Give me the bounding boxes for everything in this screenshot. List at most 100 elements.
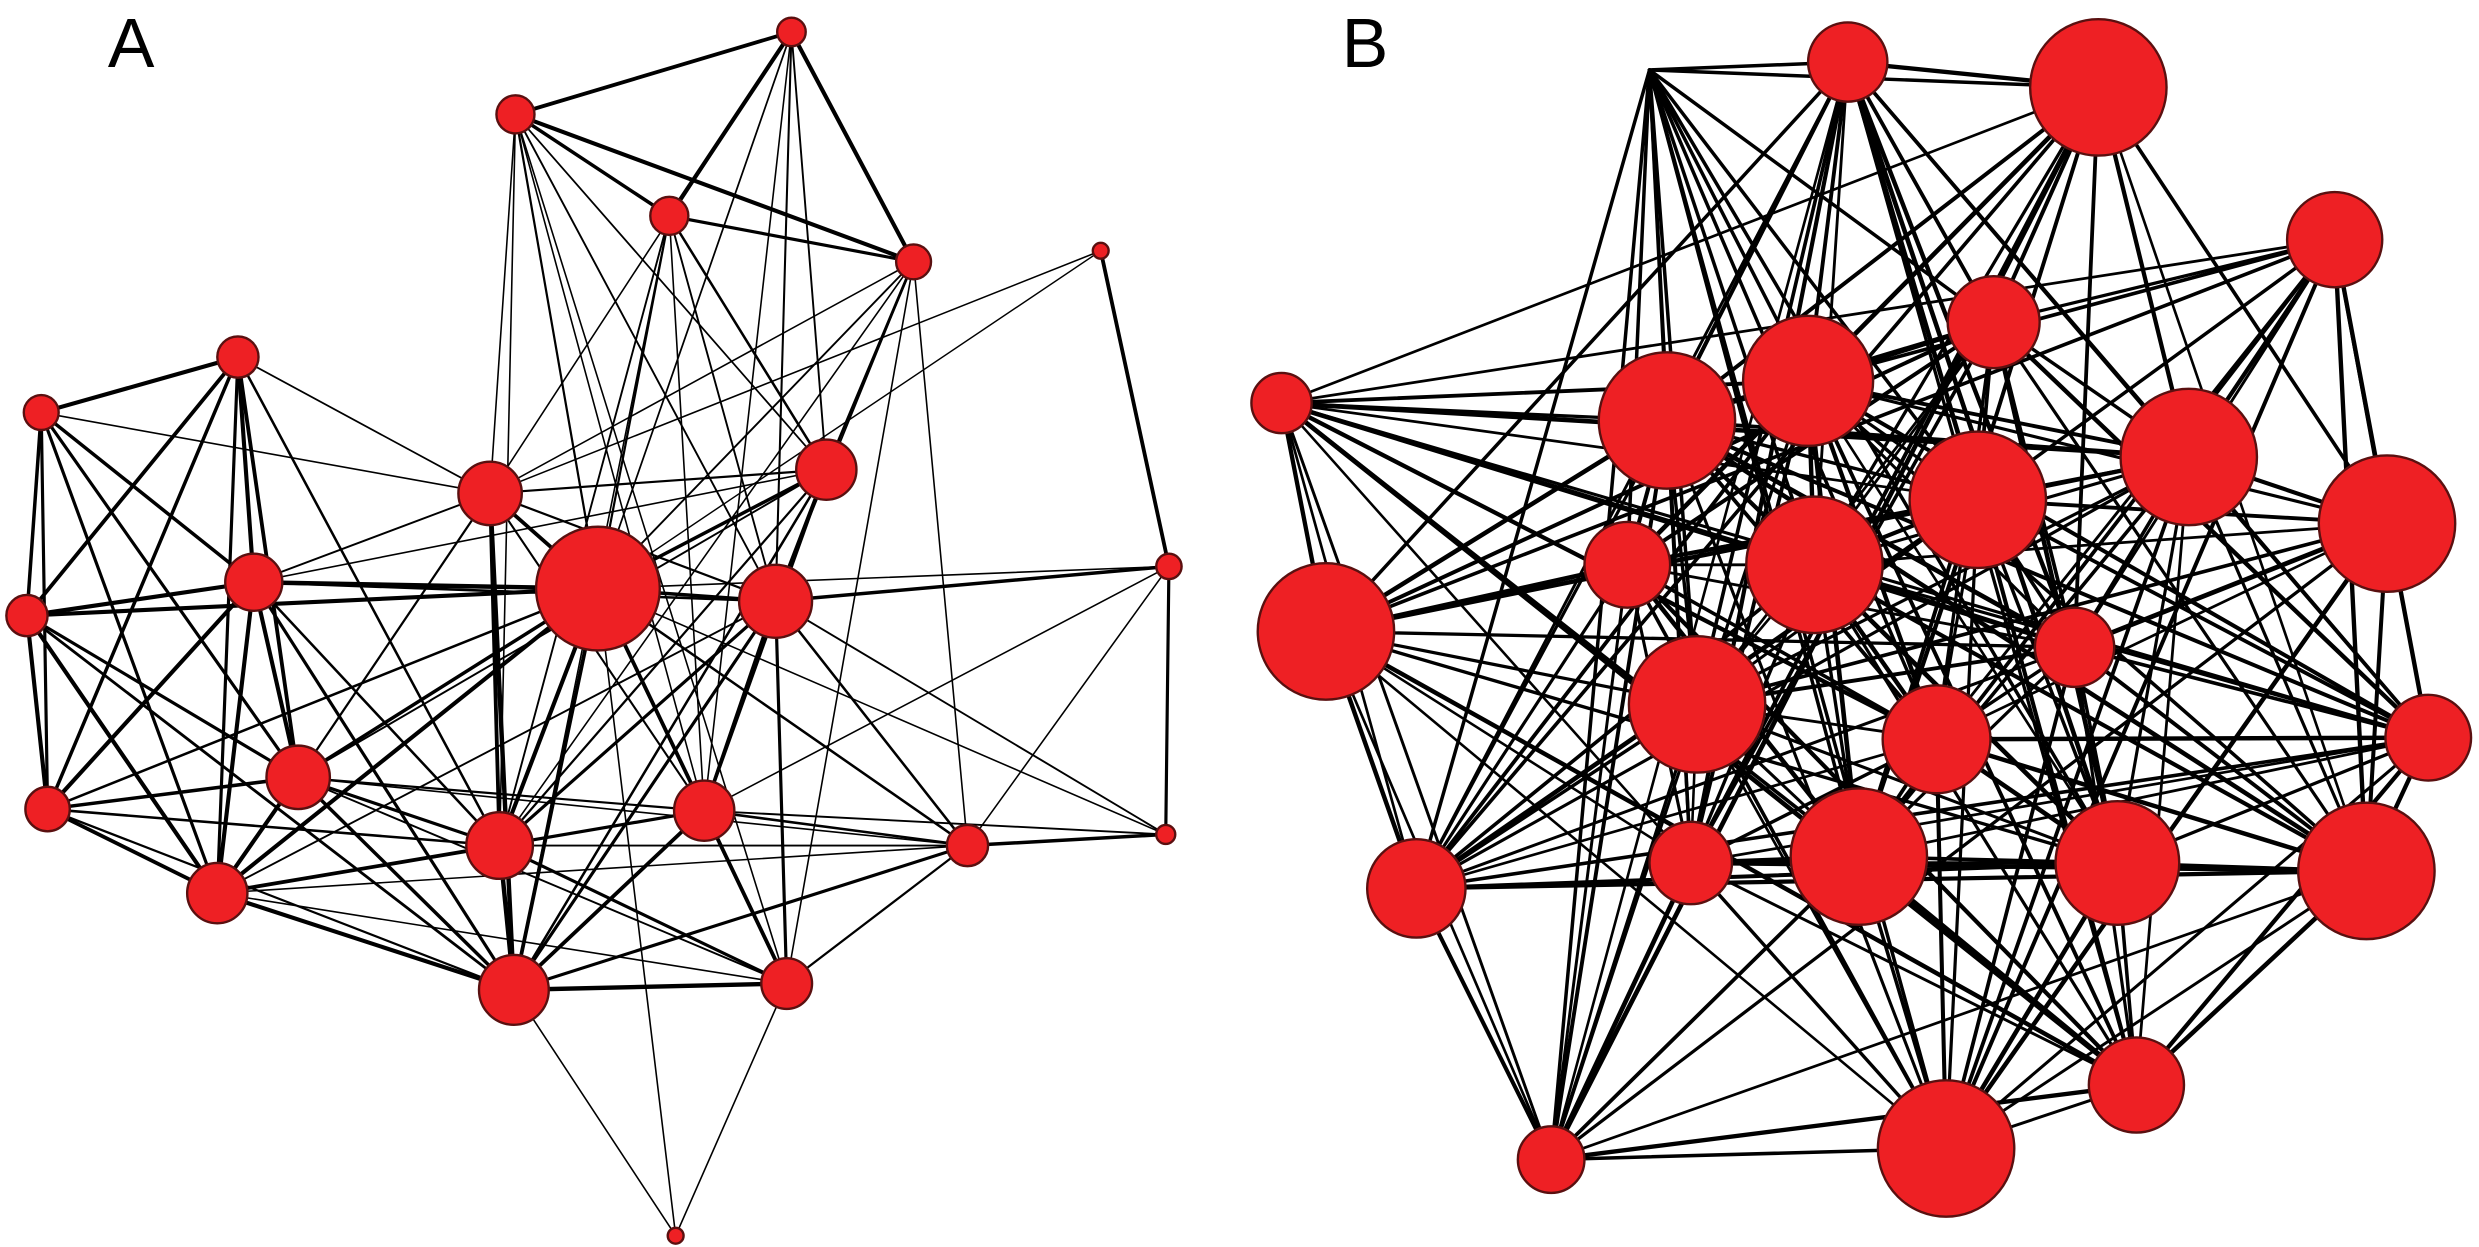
network-a-edge (512, 843, 970, 992)
network-b-edge (1549, 60, 1850, 1161)
network-a-edge (1164, 564, 1171, 837)
network-a-edge (785, 844, 969, 985)
network-a-edge (45, 775, 300, 811)
network-a-edge (296, 775, 502, 848)
network-a-edge (703, 565, 1170, 812)
network-a-node (649, 195, 690, 237)
network-a-node (737, 563, 814, 639)
network-b-edge (1548, 860, 1694, 1162)
network-a-edge (966, 565, 1170, 847)
network-b-edge (1944, 455, 2191, 1151)
network-b-edge (1549, 869, 2368, 1161)
network-a-edge (514, 113, 600, 590)
network-a-edge (488, 468, 828, 495)
network-b-edge (1414, 562, 1817, 891)
network-b-node (1250, 371, 1313, 435)
network-a-edge (487, 491, 517, 993)
network-a-edge (1098, 248, 1171, 569)
network-a-edge (789, 29, 916, 264)
network-b-edge (1688, 378, 1811, 865)
network-a-node (1091, 241, 1110, 260)
network-b-node (2297, 801, 2436, 941)
network-a-node (24, 785, 71, 833)
network-a-edge (773, 564, 1171, 604)
network-b-edge (1414, 563, 1629, 890)
network-a-edge (702, 808, 789, 986)
network-a-edge (39, 410, 256, 585)
network-b-node (1908, 430, 2048, 570)
network-a-node (22, 393, 60, 432)
network-a-edge (785, 261, 915, 985)
network-a-edge (667, 214, 916, 264)
network-a-edge (296, 775, 516, 992)
network-b-edge (1812, 562, 2369, 874)
network-a-edge (489, 31, 793, 495)
network-a-edge (498, 468, 828, 847)
network-b-edge (1625, 68, 1652, 567)
network-a-edge (489, 261, 915, 495)
network-b-edge (1280, 401, 1553, 1162)
network-a-edge (24, 586, 601, 618)
network-a-edge (774, 30, 793, 603)
network-a-node (185, 861, 249, 925)
network-b-node (2285, 190, 2384, 289)
network-b-edge (1695, 455, 2191, 706)
network-b-edge (1414, 85, 2101, 891)
network-a-edge (702, 809, 969, 847)
network-a-edge (790, 30, 828, 471)
network-a-edge (252, 468, 828, 584)
network-b-edge (1975, 497, 2431, 740)
network-b-edge (1414, 886, 1554, 1162)
network-a-edge (513, 29, 794, 117)
network-a-edge (511, 808, 707, 992)
network-a-edge (252, 492, 492, 584)
network-b-edge (1665, 418, 1948, 1151)
network-a-edge (668, 214, 777, 603)
network-b-edge (1806, 379, 2119, 865)
network-b-edge (1414, 645, 2077, 890)
network-a-edge (512, 468, 828, 992)
network-a-edge (513, 112, 916, 264)
network-b-edge (1813, 522, 2389, 567)
network-a-edge (215, 586, 601, 896)
network-a-edge (24, 580, 256, 618)
network-b-edge (2072, 645, 2431, 740)
network-a-edge (216, 892, 788, 985)
network-a-node (1155, 552, 1183, 581)
network-a-edge (237, 356, 491, 495)
network-a-edge (597, 587, 1167, 836)
network-b-edge (1324, 60, 1850, 634)
network-b-edge (1414, 455, 2191, 890)
network-a-node (495, 94, 536, 135)
network-a-edge (514, 113, 788, 985)
network-a-edge (512, 599, 778, 992)
network-a-node (666, 1226, 685, 1245)
network-b-edge (1647, 68, 1817, 567)
network-a-edge (513, 112, 672, 218)
network-a-node (775, 16, 807, 48)
network-b-edge (1812, 563, 2430, 740)
network-b-node (1597, 351, 1737, 490)
network-b-edge (1548, 1082, 2139, 1162)
network-b-node (1745, 495, 1884, 635)
network-a-edge (297, 776, 969, 847)
network-b-node (1256, 562, 1396, 701)
network-b-edge (1664, 85, 2101, 423)
network-a-edge (39, 354, 240, 415)
network-b-edge (1414, 735, 2431, 891)
network-a-edge (597, 250, 1102, 590)
network-b-node (1583, 520, 1672, 609)
network-b-edge (1695, 703, 1948, 1150)
network-a-edge (297, 776, 706, 812)
network-b-node (1516, 1125, 1586, 1195)
network-a-nodes (5, 16, 1183, 1245)
network-a-node (477, 953, 550, 1026)
network-a-edge (215, 355, 240, 895)
panel-b-label: B (1342, 4, 1389, 82)
network-b-edge (1549, 854, 1861, 1162)
network-b-edge (1857, 736, 2430, 859)
network-b-node (1365, 838, 1467, 939)
network-b-node (1789, 787, 1929, 927)
network-a-edge (596, 260, 915, 590)
